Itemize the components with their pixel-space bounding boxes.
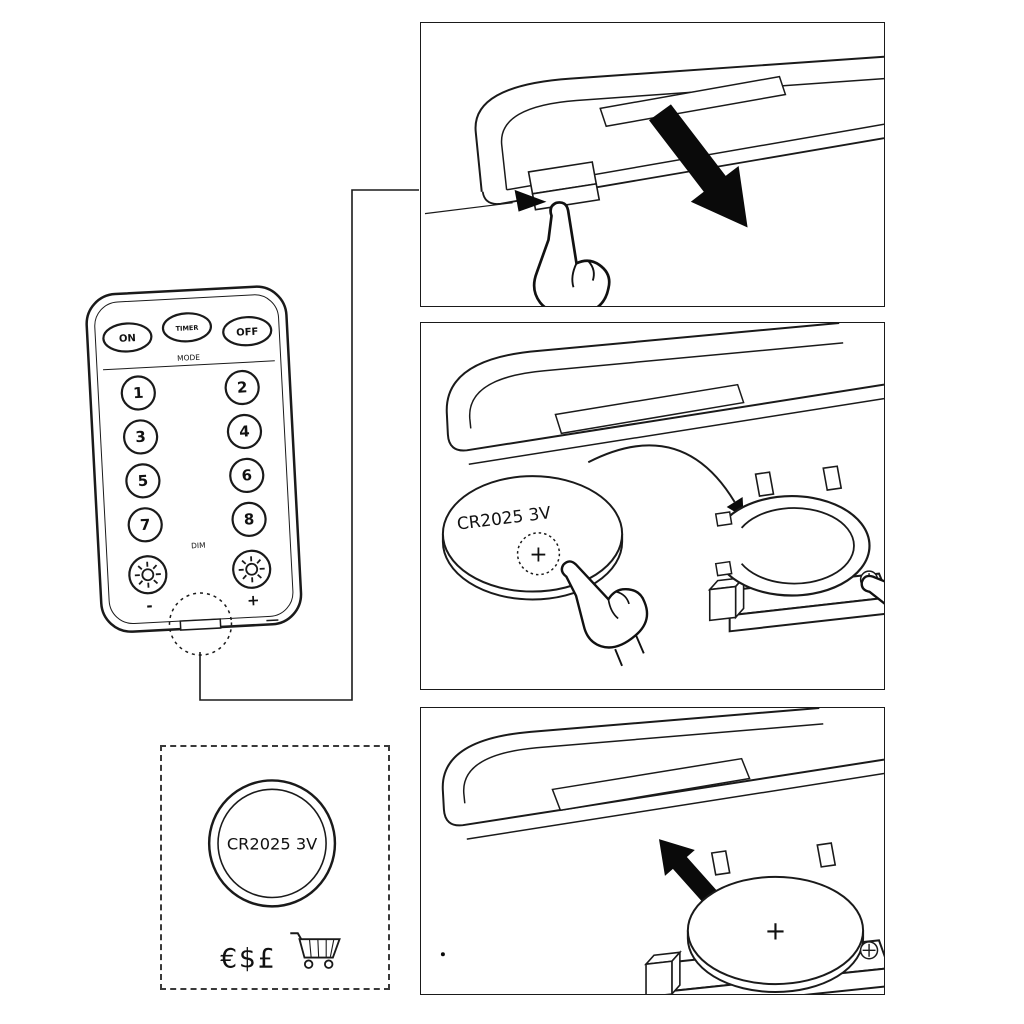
number-button-1-label: 1 [133, 384, 144, 403]
holder-prong [754, 471, 775, 497]
tray-connector-block [707, 575, 746, 622]
dim-section-label: DIM [191, 541, 206, 551]
battery-tray-slot [554, 383, 745, 435]
battery-holder [707, 465, 884, 633]
battery-tray-with-battery: + [644, 842, 884, 994]
dim-decrease-label: - [146, 597, 153, 615]
coin-battery: CR2025 3V + [441, 475, 624, 601]
battery-model-label: CR2025 3V [227, 834, 317, 853]
tray-base-front [728, 597, 884, 633]
dim-increase-label: + [247, 591, 261, 610]
number-button-3-label: 3 [135, 428, 146, 447]
sun-icon [134, 561, 161, 588]
number-button-6 [229, 457, 265, 494]
number-button-8-label: 8 [243, 510, 254, 529]
holder-prong [822, 465, 843, 491]
number-button-1 [120, 375, 156, 411]
number-button-6-label: 6 [241, 466, 252, 485]
device-corner-drawing [445, 323, 884, 465]
table-edge-line [424, 202, 513, 215]
clip-end-tab [714, 560, 733, 577]
battery-compartment-highlight [168, 592, 233, 656]
number-button-3 [123, 419, 159, 455]
coin-battery [686, 875, 865, 986]
battery-tray-tab [179, 618, 222, 631]
contact-screw [859, 941, 879, 960]
off-button [222, 316, 273, 347]
coin-battery-icon: CR2025 3V [207, 779, 337, 908]
pull-direction-arrow [649, 104, 748, 228]
remote-control-illustration: ON TIMER OFF MODE 1 2 3 4 5 6 7 8 DIM [85, 285, 303, 656]
on-button [102, 322, 153, 353]
pointing-hand [529, 199, 616, 306]
timer-button-label: TIMER [175, 324, 198, 333]
insert-direction-arrow [658, 839, 719, 905]
clip-ring-inner [740, 507, 855, 585]
number-button-7-label: 7 [140, 516, 151, 535]
step-3-panel: + [420, 707, 885, 995]
step-1-panel [420, 22, 885, 307]
timer-button [161, 312, 213, 343]
off-button-label: OFF [236, 327, 259, 339]
brightness-up-button [232, 549, 272, 589]
polarity-highlight [516, 532, 561, 576]
step-2-panel: CR2025 3V + [420, 322, 885, 690]
latch-mark [266, 619, 279, 622]
battery-tray-slot [599, 75, 787, 128]
holder-prong [710, 850, 731, 876]
pull-tab [527, 161, 601, 211]
number-button-8 [231, 501, 267, 537]
number-button-2 [224, 369, 260, 406]
battery-spec-box: CR2025 3V €$£ [160, 745, 390, 990]
holder-prong [816, 842, 837, 868]
clip-end-tab [714, 511, 733, 527]
battery-tray-slot [551, 757, 751, 812]
battery-polarity-label: + [765, 916, 787, 946]
number-button-4-label: 4 [239, 422, 250, 441]
battery-polarity-label: + [529, 543, 547, 568]
brightness-down-button [128, 555, 168, 595]
tray-connector-block [644, 950, 682, 994]
device-corner-drawing [441, 708, 884, 840]
mode-divider-line [103, 360, 275, 371]
shopping-cart-icon [290, 932, 341, 969]
press-direction-arrow [514, 189, 547, 212]
number-button-7 [127, 507, 163, 543]
number-button-5-label: 5 [137, 472, 148, 491]
number-button-4 [226, 413, 263, 450]
currency-text: €$£ [220, 943, 277, 974]
number-button-2-label: 2 [236, 378, 247, 397]
number-button-5 [125, 463, 161, 499]
mode-section-label: MODE [177, 353, 201, 363]
sun-icon [238, 556, 265, 583]
print-dot [440, 952, 445, 957]
on-button-label: ON [119, 333, 136, 345]
